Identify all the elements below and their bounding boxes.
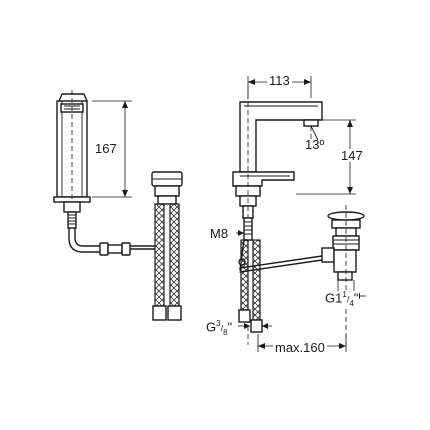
spout-angle-label: 13º [305,137,325,152]
hose-right-a [240,239,249,311]
dimension-147-label: 147 [339,148,365,163]
inlet-thread-label: G3/8" [206,319,233,337]
waste-thread-prefix: G [325,290,336,306]
inlet-thread-suffix: " [227,319,233,335]
waste-thread-num: 1 [342,290,347,299]
waste-thread-suffix: " [353,290,359,306]
pop-up-waste [321,205,365,345]
waste-thread-label: G11/4" [324,290,360,308]
thread-m8-label: M8 [210,226,229,241]
max-distance-label: max.160 [273,340,327,355]
dimension-113-label: 113 [267,73,292,88]
right-front-view [232,76,366,352]
inlet-thread-prefix: G [206,319,217,335]
hose-right-b [252,239,261,321]
hose-left-b [169,203,180,307]
faucet-lever [232,171,295,187]
waste-thread-whole: 1 [335,290,343,306]
hose-left-a [154,203,165,307]
left-side-view [53,90,156,256]
left-flexible-hoses [151,171,183,321]
inlet-thread-num: 3 [216,319,221,328]
inlet-thread-den: 8 [223,327,228,337]
dimension-167-label: 167 [95,141,117,156]
waste-thread-den: 4 [349,298,354,308]
